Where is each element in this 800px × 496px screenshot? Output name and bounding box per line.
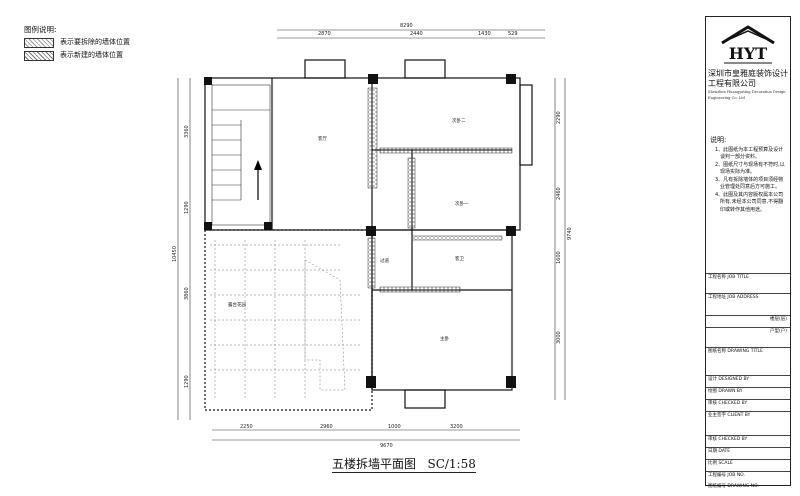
field-job-title: 工程名称 JOB TITLE — [706, 273, 790, 293]
notes-block: 说明: 1、此图纸为本工程预算及设计谈判一部分资料。 2、图纸尺寸与现场有不符时… — [710, 136, 788, 214]
legend: 图例说明: 表示要拆除的墙体位置 表示新建的墙体位置 — [24, 24, 130, 61]
terrace-pergola — [210, 240, 360, 400]
field-designed-by: 设计 DESIGNED BY — [706, 375, 790, 385]
notes-title: 说明: — [710, 136, 727, 144]
dim-bottom-4: 3200 — [450, 424, 463, 430]
legend-row-demolish: 表示要拆除的墙体位置 — [24, 37, 130, 48]
room-label-bed1: 次卧一 — [455, 200, 469, 207]
company-name-cn: 深圳市皇雅庭装饰设计工程有限公司 — [708, 69, 788, 88]
dim-right-3: 1600 — [556, 251, 562, 264]
company-name-en: Shenzhen Huangyating Decoration Design E… — [708, 90, 786, 100]
room-label-living: 客厅 — [318, 135, 327, 142]
dim-left-overall: 10450 — [172, 246, 178, 262]
field-date: 日期 DATE — [706, 447, 790, 457]
legend-row-new: 表示新建的墙体位置 — [24, 50, 130, 61]
note-item: 4、此图及其内容版权属本公司所有,未经本公司同意,不得翻印或转作其他用途。 — [715, 191, 784, 213]
field-scale: 比例 SCALE — [706, 459, 790, 469]
columns — [204, 74, 516, 388]
dim-right-overall: 9740 — [567, 227, 573, 240]
drawing-scale: SC/1:58 — [427, 457, 476, 471]
note-item: 1、此图纸为本工程预算及设计谈判一部分资料。 — [715, 146, 784, 161]
logo-text: HYT — [729, 44, 768, 63]
dim-left-4: 1290 — [184, 375, 190, 388]
dim-right-2: 2460 — [556, 187, 562, 200]
dim-right-4: 3000 — [556, 331, 562, 344]
diagonal-hatch-swatch — [24, 50, 54, 61]
field-client-by: 业主签字 CLIENT BY — [706, 411, 790, 421]
dim-left-1: 3360 — [184, 125, 190, 138]
field-drawing-no: 图纸编号 DRAWING NO. — [708, 484, 759, 489]
dimension-lines — [177, 29, 566, 441]
room-label-master: 主卧 — [440, 335, 449, 342]
title-underline — [332, 472, 476, 473]
dim-bottom-3: 1000 — [388, 424, 401, 430]
field-drawn-by: 绘图 DRAWN BY — [706, 387, 790, 397]
legend-new-label: 表示新建的墙体位置 — [60, 51, 123, 59]
crosshatch-swatch — [24, 37, 54, 48]
drawing-title-text: 五楼拆墙平面图 — [332, 457, 417, 471]
dim-right-1: 2290 — [556, 111, 562, 124]
title-block: HYT 深圳市皇雅庭装饰设计工程有限公司 Shenzhen Huangyatin… — [705, 16, 791, 489]
company-block: 深圳市皇雅庭装饰设计工程有限公司 Shenzhen Huangyating De… — [708, 69, 790, 101]
stairs — [211, 84, 271, 226]
dim-bottom-2: 2960 — [320, 424, 333, 430]
dim-left-2: 1290 — [184, 201, 190, 214]
dim-top-overall: 8290 — [400, 23, 413, 29]
dim-top-1: 2870 — [318, 31, 331, 37]
up-arrow-icon — [254, 160, 262, 200]
field-floor: 楼层(层) — [706, 315, 790, 325]
dim-bottom-1: 2250 — [240, 424, 253, 430]
room-label-bed2: 次卧二 — [452, 117, 466, 124]
dim-bottom-overall: 9670 — [380, 443, 393, 449]
room-label-corridor: 过道 — [380, 257, 389, 264]
dim-top-4: 529 — [508, 31, 518, 37]
field-checked-by-2: 审核 CHECKED BY — [706, 435, 790, 445]
legend-title: 图例说明: — [24, 25, 57, 34]
room-label-bath: 客卫 — [455, 255, 464, 262]
hyt-logo: HYT — [721, 25, 775, 64]
field-job-address: 工程地址 JOB ADDRESS — [706, 293, 790, 303]
field-unit: 户型(户) — [706, 327, 790, 337]
note-item: 3、凡有拆除墙体的项目须经物业管理处同意后方可施工。 — [715, 176, 784, 191]
drawing-title: 五楼拆墙平面图 SC/1:58 — [332, 455, 476, 473]
field-job-no: 工程编号 JOB NO. — [706, 471, 790, 481]
demolish-walls — [367, 87, 513, 293]
dim-top-2: 2440 — [410, 31, 423, 37]
note-item: 2、图纸尺寸与现场有不符时,以现场实际为准。 — [715, 161, 785, 176]
dim-left-3: 3860 — [184, 287, 190, 300]
field-checked-by: 审核 CHECKED BY — [706, 399, 790, 409]
room-label-terrace: 露台花园 — [228, 301, 246, 308]
legend-demolish-label: 表示要拆除的墙体位置 — [60, 38, 130, 46]
field-drawing-title: 图纸名称 DRAWING TITLE — [706, 347, 790, 357]
dim-top-3: 1430 — [478, 31, 491, 37]
